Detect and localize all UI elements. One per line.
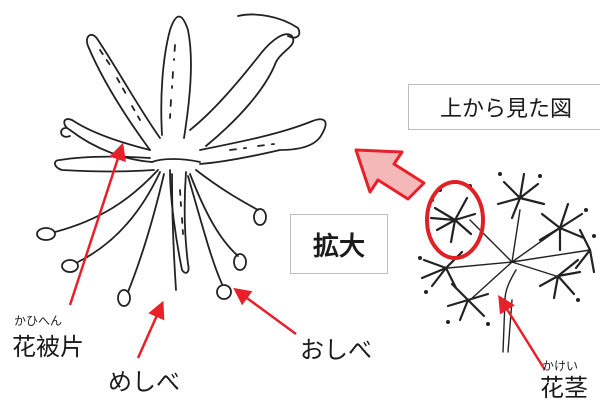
tepal-lower-left — [54, 155, 155, 173]
kahenpen-label: 花被片 — [12, 333, 84, 361]
kakei-label: 花茎 — [540, 374, 588, 400]
inflorescence-drawing — [418, 172, 596, 353]
highlight-circle — [425, 180, 485, 260]
kahenpen-ruby: かひへん — [14, 314, 63, 328]
tepal-left — [63, 118, 153, 163]
enlarge-arrow — [354, 148, 426, 201]
enlarge-box: 拡大 — [290, 214, 388, 274]
kakei-ruby: かけい — [542, 359, 579, 373]
arrow-kakei — [498, 295, 547, 371]
oshibe-label: おしべ — [300, 336, 372, 364]
tepal-upper-left — [86, 33, 161, 151]
label-arrows — [68, 142, 547, 371]
arrow-meshibe — [136, 300, 165, 359]
arrow-oshibe — [233, 287, 297, 336]
top-view-box: 上から見た図 — [408, 84, 600, 130]
enlarged-flower-drawing — [36, 13, 327, 307]
pistil-line — [171, 173, 177, 291]
arrow-kahenpen — [68, 142, 126, 306]
tepal-right — [199, 118, 327, 165]
tepal-top-right — [189, 33, 295, 147]
meshibe-label: めしべ — [108, 368, 180, 396]
tepal-top — [160, 15, 192, 139]
